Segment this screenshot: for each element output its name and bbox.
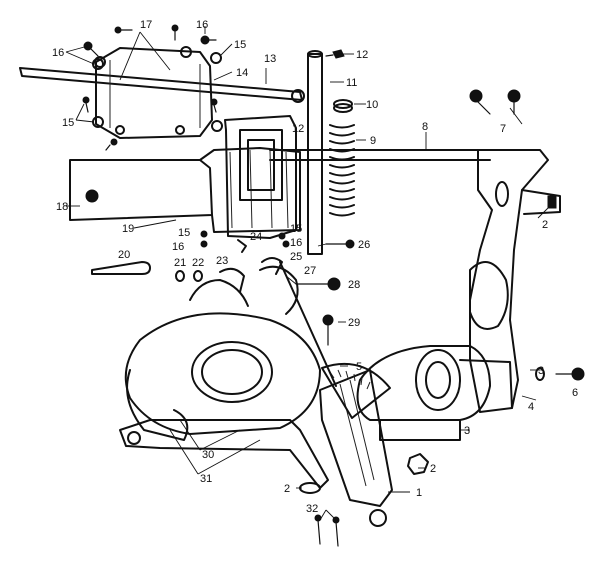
label-15-b: 15 [62, 117, 74, 129]
screw-80-100 [82, 96, 90, 113]
label-25: 25 [290, 251, 302, 263]
label-5: 5 [356, 361, 362, 373]
bolt-part-7 [469, 89, 521, 115]
housing-part-18 [69, 147, 301, 233]
lower-casting [124, 265, 321, 441]
label-15-c: 15 [178, 227, 190, 239]
rod-part-13 [19, 67, 305, 103]
label-15-a: 15 [234, 39, 246, 51]
plate-part-17 [94, 46, 213, 139]
leader-lines [65, 26, 549, 521]
label-15-d: 15 [290, 223, 302, 235]
label-11: 11 [346, 77, 357, 89]
label-22: 22 [192, 257, 204, 269]
washer-15-d [211, 120, 223, 132]
label-2-b: 2 [430, 463, 436, 475]
label-23: 23 [216, 255, 228, 267]
label-8: 8 [422, 121, 428, 133]
label-18: 18 [56, 201, 68, 213]
label-26: 26 [358, 239, 370, 251]
lever-part-20 [91, 261, 151, 275]
label-19: 19 [122, 223, 134, 235]
label-3-a: 3 [464, 425, 470, 437]
label-10: 10 [366, 99, 378, 111]
collar-part-10 [333, 99, 353, 113]
label-16-b: 16 [196, 19, 208, 31]
bearing-housing-part-4 [356, 345, 513, 421]
small-parts [175, 230, 290, 293]
label-6: 6 [572, 387, 578, 399]
screw-bottom [105, 138, 118, 151]
label-9: 9 [370, 135, 376, 147]
label-21: 21 [174, 257, 186, 269]
screw-part-12-top [325, 49, 345, 59]
label-20: 20 [118, 249, 130, 261]
label-30: 30 [202, 449, 214, 461]
label-14: 14 [236, 67, 248, 79]
label-2-c: 2 [284, 483, 290, 495]
spring-part-9 [329, 124, 355, 217]
arm-casting-part-2 [469, 149, 561, 413]
label-7: 7 [500, 123, 506, 135]
bolt-part-29 [322, 314, 334, 346]
label-28: 28 [348, 279, 360, 291]
label-27: 27 [304, 265, 316, 277]
label-16-c: 16 [172, 241, 184, 253]
screws-part-32 [314, 514, 340, 547]
screw-16-c [171, 24, 179, 41]
label-12-a: 12 [356, 49, 368, 61]
label-1: 1 [416, 487, 422, 499]
label-24: 24 [250, 231, 262, 243]
pin-part-27 [279, 261, 337, 387]
label-16-a: 16 [52, 47, 64, 59]
foot-bar-part-31 [119, 419, 329, 489]
callout-labels: 1 2 2 2 3 3 4 5 6 7 8 9 10 11 12 12 13 1… [52, 19, 578, 515]
spacer-part-3 [379, 419, 461, 441]
screw-16-a [83, 41, 99, 57]
label-17: 17 [140, 19, 152, 31]
label-3-b: 3 [538, 365, 544, 377]
washer-15-c [210, 52, 222, 64]
label-16-d: 16 [290, 237, 302, 249]
bolt-part-26 [325, 239, 355, 249]
washer-part-2-bottom [299, 482, 321, 494]
bolt-part-6 [535, 367, 585, 381]
rod-part-11 [307, 50, 323, 255]
label-32: 32 [306, 503, 318, 515]
nut-part-2-lower [407, 453, 429, 475]
bracket-part-14 [224, 115, 297, 239]
bolt-part-28 [295, 277, 341, 291]
screw-16-d [200, 35, 217, 45]
label-12-b: 12 [292, 123, 304, 135]
label-13: 13 [264, 53, 276, 65]
label-2-a: 2 [542, 219, 548, 231]
arm-part-1 [319, 369, 393, 527]
shaft-part-8 [269, 149, 491, 161]
label-31: 31 [200, 473, 212, 485]
label-4: 4 [528, 401, 534, 413]
label-29: 29 [348, 317, 360, 329]
screw-right [210, 98, 218, 113]
